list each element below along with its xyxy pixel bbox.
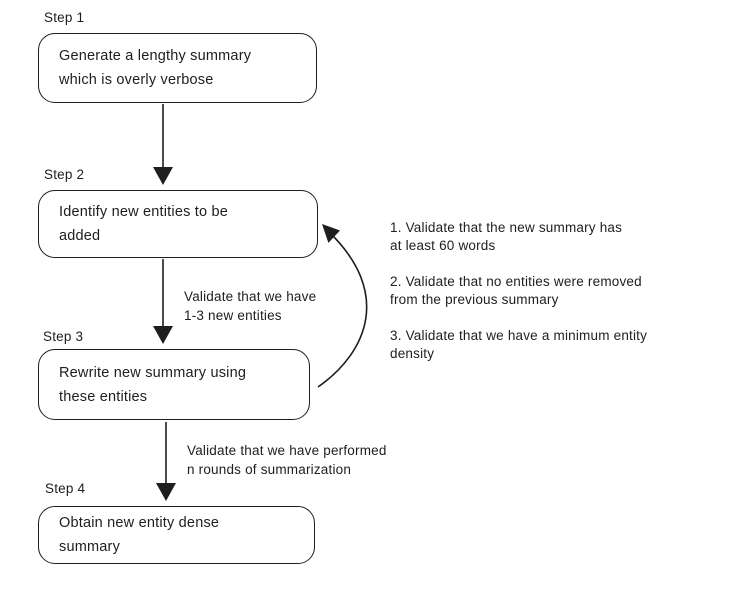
loop-arrow-path bbox=[317, 230, 368, 388]
step-2-label: Step 2 bbox=[44, 167, 85, 182]
edge-label-n-rounds: Validate that we have performed n rounds… bbox=[187, 443, 387, 477]
validation-note-3: 3. Validate that we have a minimum entit… bbox=[390, 328, 648, 361]
step-3-box: Rewrite new summary using these entities bbox=[38, 349, 310, 420]
validation-note-2: 2. Validate that no entities were remove… bbox=[390, 274, 642, 307]
edge-label-new-entities: Validate that we have 1-3 new entities bbox=[184, 289, 317, 323]
flow-arrow-step2-step3-head bbox=[153, 326, 173, 344]
step-2-box-text: Identify new entities to be added bbox=[59, 204, 229, 244]
loop-arrow-head bbox=[322, 224, 340, 243]
step-2-box: Identify new entities to be added bbox=[38, 190, 318, 258]
step-4-box-text: Obtain new entity dense summary bbox=[59, 515, 220, 555]
step-4-box: Obtain new entity dense summary bbox=[38, 506, 315, 564]
flow-arrow-step1-step2-head bbox=[153, 167, 173, 185]
validation-note-1: 1. Validate that the new summary has at … bbox=[390, 220, 623, 253]
step-1-box: Generate a lengthy summary which is over… bbox=[38, 33, 317, 103]
step-1-label: Step 1 bbox=[44, 10, 85, 25]
flow-arrow-step3-step4-head bbox=[156, 483, 176, 501]
step-1-box-text: Generate a lengthy summary which is over… bbox=[59, 48, 252, 88]
step-4-label: Step 4 bbox=[45, 481, 86, 496]
validation-notes: 1. Validate that the new summary has at … bbox=[390, 219, 647, 363]
step-3-box-text: Rewrite new summary using these entities bbox=[59, 364, 247, 405]
step-3-label: Step 3 bbox=[43, 329, 84, 344]
